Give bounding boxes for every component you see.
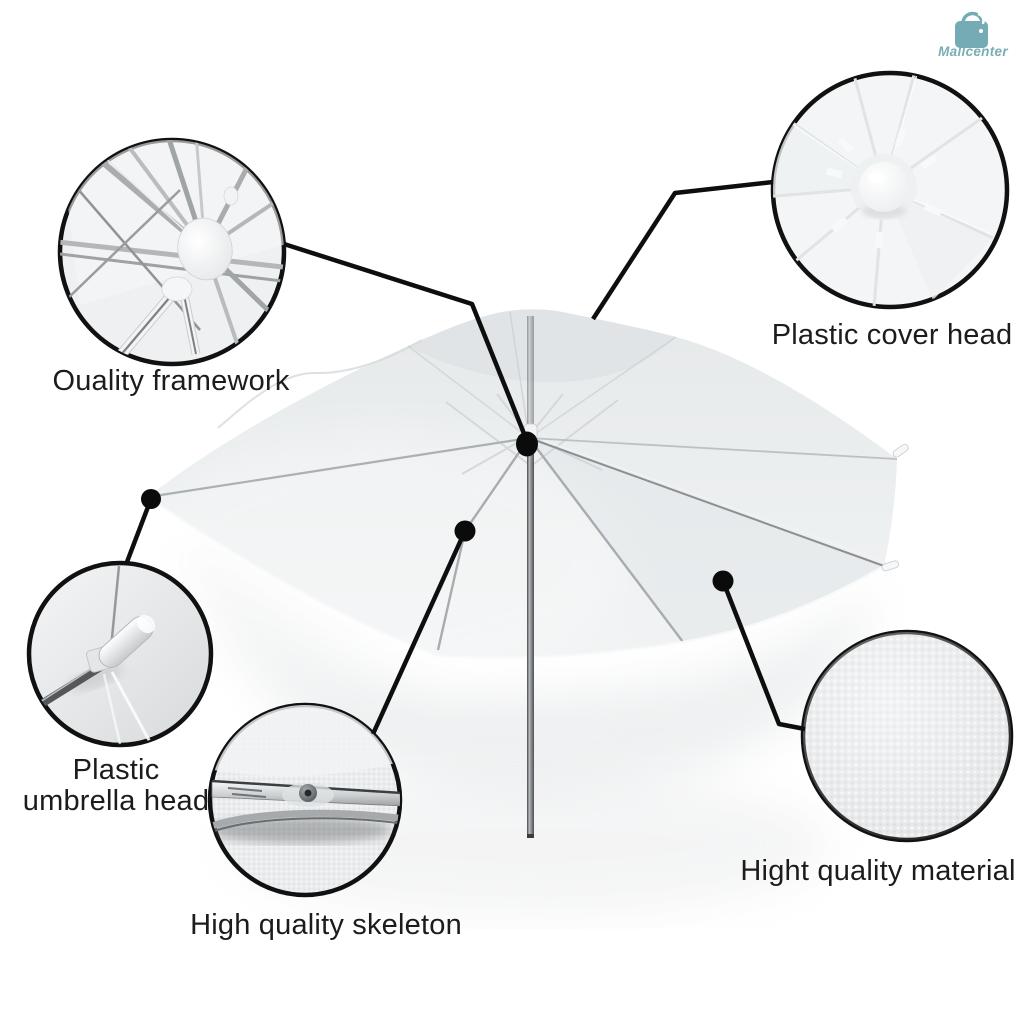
callout-circle-cover-head	[770, 70, 1010, 310]
umbrella	[130, 309, 909, 838]
rib-tip-nubs	[881, 443, 909, 572]
callout-label-framework: Ouality framework	[52, 365, 290, 397]
callout-circle-umbrella-head	[26, 560, 214, 748]
callout-label-material: Hight quality material	[740, 855, 1016, 887]
front-ribs	[147, 435, 898, 651]
callout-label-cover-head: Plastic cover head	[771, 319, 1013, 351]
leader-lines	[124, 179, 806, 735]
callout-label-skeleton: High quality skeleton	[190, 909, 462, 941]
umbrella-shaft	[527, 316, 534, 838]
leader-umbrella-head	[124, 498, 154, 563]
callout-circle-material	[800, 629, 1014, 843]
callout-circle-skeleton	[207, 702, 403, 898]
shopping-bag-icon	[955, 11, 988, 48]
callout-label-umbrella-head-line1: Plastic	[72, 754, 160, 786]
callout-label-umbrella-head-line2: umbrella head	[22, 785, 210, 817]
brand-name: Mallcenter	[938, 44, 1008, 59]
leader-material	[720, 580, 806, 732]
callout-label-umbrella-head: Plastic umbrella head	[0, 755, 236, 817]
leader-framework	[283, 241, 530, 442]
plastic-cover-ball	[859, 162, 909, 212]
leader-cover-head	[591, 179, 774, 321]
far-ribs	[407, 311, 677, 439]
callout-circle-framework	[57, 137, 287, 367]
leader-skeleton	[370, 530, 468, 735]
anchor-dots	[141, 431, 734, 592]
